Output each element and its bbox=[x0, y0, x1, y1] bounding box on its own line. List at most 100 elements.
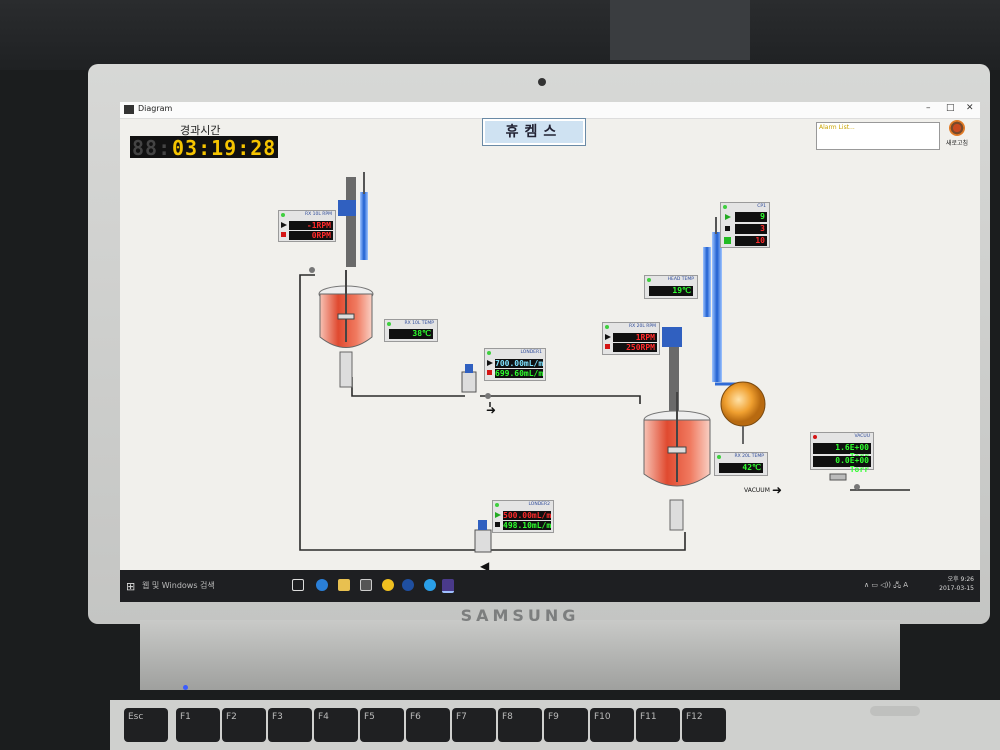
task-view-icon[interactable] bbox=[292, 579, 304, 591]
key-f11[interactable]: F11 bbox=[636, 708, 680, 742]
refresh-button[interactable]: 새로고침 bbox=[942, 120, 972, 152]
start-icon[interactable] bbox=[281, 222, 287, 228]
background-wall bbox=[0, 0, 1000, 70]
reactor-20l bbox=[643, 217, 740, 531]
panel-rx20l-temp: RX 20L TEMP 42℃ bbox=[714, 452, 768, 476]
stop-icon[interactable] bbox=[281, 232, 286, 237]
key-f12[interactable]: F12 bbox=[682, 708, 726, 742]
key-f4[interactable]: F4 bbox=[314, 708, 358, 742]
svg-text:◀: ◀ bbox=[480, 559, 490, 570]
panel-rx10l-temp: RX 10L TEMP 38℃ bbox=[384, 319, 438, 342]
start-button[interactable]: ⊞ bbox=[126, 580, 136, 593]
app-icon-yellow[interactable] bbox=[382, 579, 394, 591]
key-f9[interactable]: F9 bbox=[544, 708, 588, 742]
flow-setpoint[interactable]: 500.00mL/m bbox=[503, 511, 552, 520]
app-title: 휴켐스 bbox=[482, 118, 586, 146]
key-f2[interactable]: F2 bbox=[222, 708, 266, 742]
background-box bbox=[610, 0, 750, 60]
webcam bbox=[538, 78, 546, 86]
pump-2 bbox=[474, 520, 492, 553]
pipes bbox=[299, 274, 910, 551]
panel-status-led bbox=[717, 455, 721, 459]
brand-logo: SAMSUNG bbox=[460, 606, 580, 625]
panel-title: VACUU bbox=[854, 434, 870, 439]
key-f7[interactable]: F7 bbox=[452, 708, 496, 742]
timer-dim-digits: 88: bbox=[130, 136, 172, 160]
vacuum-value-2: 0.0E+00 Torr bbox=[813, 456, 871, 474]
cp1-value-2: 3 bbox=[735, 224, 767, 234]
edge-icon[interactable] bbox=[316, 579, 328, 591]
screen: Diagram – □ ✕ 경과시간 88: 03:19:28 휴켐스 Alar… bbox=[120, 102, 980, 602]
elapsed-timer: 88: 03:19:28 bbox=[130, 136, 279, 160]
panel-title: CP1 bbox=[757, 204, 766, 209]
start-icon[interactable] bbox=[495, 512, 501, 518]
diagram-app-icon[interactable] bbox=[442, 579, 454, 593]
app-icon-blue[interactable] bbox=[402, 579, 414, 591]
system-tray[interactable]: ∧ ▭ ◁)) 🖧 A bbox=[864, 581, 909, 589]
ie-icon[interactable] bbox=[424, 579, 436, 591]
timer-value: 03:19:28 bbox=[170, 136, 279, 160]
app-icon bbox=[124, 105, 134, 114]
stop-icon[interactable] bbox=[725, 226, 730, 231]
start-icon[interactable] bbox=[487, 360, 493, 366]
key-f5[interactable]: F5 bbox=[360, 708, 404, 742]
cp1-value-1: 9 bbox=[735, 212, 767, 222]
key-f1[interactable]: F1 bbox=[176, 708, 220, 742]
window-title: Diagram bbox=[138, 104, 173, 113]
file-explorer-icon[interactable] bbox=[338, 579, 350, 591]
alarm-list[interactable]: Alarm List... bbox=[816, 122, 940, 150]
panel-status-led bbox=[281, 213, 285, 217]
taskbar-clock[interactable]: 오후 9:26 2017-03-15 bbox=[920, 575, 974, 593]
panel-title: RX 10L RPM bbox=[304, 212, 332, 217]
rpm-actual: 0RPM bbox=[289, 231, 333, 240]
minimize-button[interactable]: – bbox=[926, 103, 931, 113]
key-f3[interactable]: F3 bbox=[268, 708, 312, 742]
store-icon[interactable] bbox=[360, 579, 372, 591]
maximize-button[interactable]: □ bbox=[946, 103, 955, 113]
taskbar: ⊞ 웹 및 Windows 검색 ∧ ▭ ◁)) 🖧 A 오후 9:26 201… bbox=[120, 570, 980, 602]
clock-date: 2017-03-15 bbox=[939, 585, 974, 592]
flow-actual: 498.10mL/m bbox=[503, 521, 552, 530]
svg-text:➜: ➜ bbox=[486, 403, 496, 417]
clock-time: 오후 9:26 bbox=[947, 576, 974, 583]
reactor-10l bbox=[309, 172, 374, 388]
panel-rx20l-rpm: RX 20L RPM 1RPM 250RPM bbox=[602, 322, 660, 355]
panel-title: LONDER1 bbox=[520, 350, 542, 355]
alarm-list-label: Alarm List... bbox=[819, 124, 855, 131]
close-button[interactable]: ✕ bbox=[966, 103, 974, 113]
panel-status-led bbox=[605, 325, 609, 329]
power-button[interactable] bbox=[870, 706, 920, 716]
panel-vacuum: VACUU 1.6E+00 Torr 0.0E+00 Torr bbox=[810, 432, 874, 474]
start-icon[interactable] bbox=[605, 334, 611, 340]
start-icon[interactable] bbox=[725, 214, 731, 220]
panel-title: RX 20L RPM bbox=[628, 324, 656, 329]
status-led bbox=[183, 685, 188, 690]
panel-status-led bbox=[723, 205, 727, 209]
panel-head-temp: HEAD TEMP 19℃ bbox=[644, 275, 698, 299]
process-diagram: ➜ ◀ ➜ bbox=[299, 172, 910, 570]
key-f8[interactable]: F8 bbox=[498, 708, 542, 742]
stop-icon[interactable] bbox=[495, 522, 500, 527]
panel-status-led bbox=[387, 322, 391, 326]
stop-icon[interactable] bbox=[487, 370, 492, 375]
key-f10[interactable]: F10 bbox=[590, 708, 634, 742]
temp-value: 42℃ bbox=[719, 463, 763, 473]
key-esc[interactable]: Esc bbox=[124, 708, 168, 742]
panel-status-led bbox=[487, 351, 491, 355]
taskbar-search[interactable]: 웹 및 Windows 검색 bbox=[142, 581, 215, 590]
rpm-actual: 250RPM bbox=[613, 343, 657, 352]
vacuum-value-1: 1.6E+00 Torr bbox=[813, 443, 871, 461]
flow-setpoint[interactable]: 700.00mL/m bbox=[495, 359, 544, 368]
vacuum-line bbox=[829, 473, 860, 490]
svg-text:➜: ➜ bbox=[772, 483, 782, 497]
panel-status-led bbox=[647, 278, 651, 282]
flow-actual: 699.60mL/m bbox=[495, 369, 544, 378]
stop-icon[interactable] bbox=[605, 344, 610, 349]
panel-condenser2: LONDER2 500.00mL/m 498.10mL/m bbox=[492, 500, 554, 533]
mode-icon[interactable] bbox=[724, 237, 731, 244]
panel-status-led bbox=[813, 435, 817, 439]
key-f6[interactable]: F6 bbox=[406, 708, 450, 742]
rpm-setpoint: 1RPM bbox=[613, 333, 657, 342]
rpm-setpoint: -1RPM bbox=[289, 221, 333, 230]
refresh-label: 새로고침 bbox=[945, 140, 969, 147]
